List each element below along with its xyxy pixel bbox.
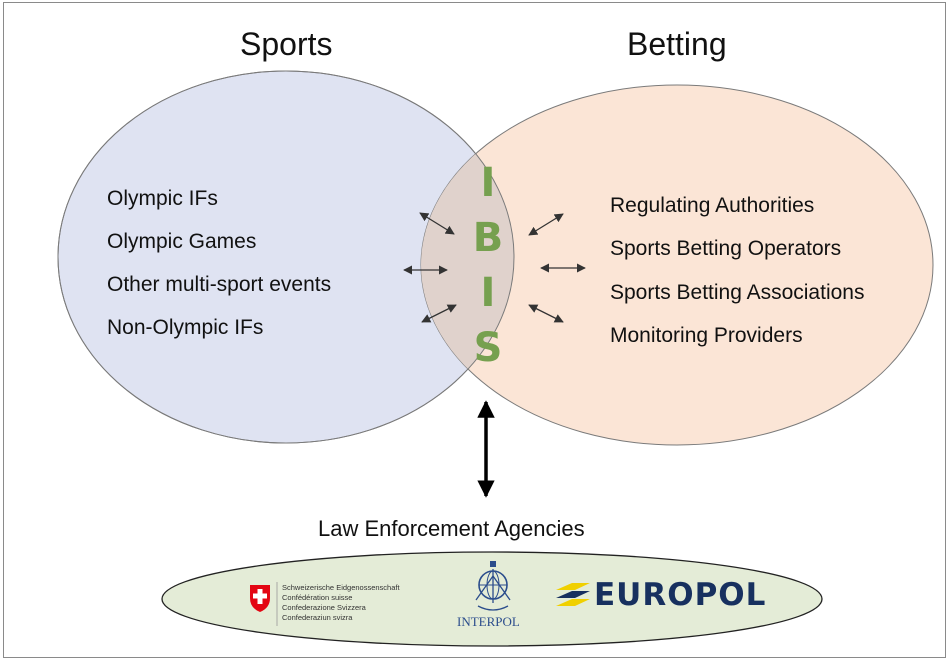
swiss-line: Confederaziun svizra — [282, 613, 353, 622]
figure-frame — [3, 2, 946, 658]
betting-heading: Betting — [627, 26, 727, 62]
sports-heading: Sports — [240, 26, 333, 62]
swiss-line: Confederazione Svizzera — [282, 603, 366, 612]
arrow-right-3 — [528, 304, 564, 323]
swiss-line: Confédération suisse — [282, 593, 353, 602]
sports-item: Non-Olympic IFs — [107, 316, 264, 339]
ibis-letter-s: S — [473, 325, 503, 371]
betting-item: Sports Betting Associations — [610, 281, 865, 304]
europol-logo-icon — [556, 583, 590, 606]
ibis-letter-i: I — [480, 160, 496, 206]
arrow-left-1 — [419, 212, 455, 235]
swiss-line: Schweizerische Eidgenossenschaft — [282, 583, 400, 592]
law-enforcement-label: Law Enforcement Agencies — [318, 516, 585, 541]
arrow-left-3 — [421, 304, 457, 323]
sports-item: Olympic Games — [107, 230, 257, 253]
interpol-globe-icon — [475, 561, 511, 611]
sports-item: Olympic IFs — [107, 187, 218, 210]
ibis-letter-b: B — [472, 215, 504, 261]
betting-item: Regulating Authorities — [610, 194, 815, 217]
sports-item: Other multi-sport events — [107, 273, 332, 296]
ibis-letter-i: I — [480, 270, 496, 316]
europol-label: EUROPOL — [594, 577, 767, 613]
sports-outline — [57, 70, 515, 444]
interpol-label: INTERPOL — [457, 614, 520, 629]
arrow-right-1 — [528, 213, 564, 236]
betting-item: Sports Betting Operators — [610, 237, 842, 260]
swiss-cross-icon — [250, 585, 270, 612]
betting-item: Monitoring Providers — [610, 324, 803, 347]
